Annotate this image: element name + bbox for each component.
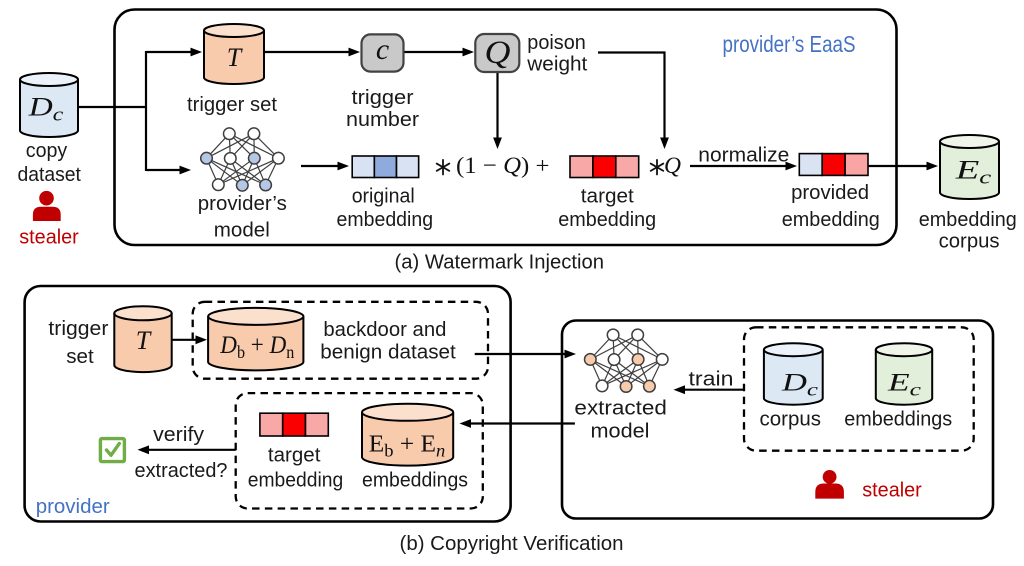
svg-text:train: train — [689, 369, 734, 391]
svg-text:target: target — [581, 186, 634, 208]
svg-text:T: T — [136, 326, 152, 355]
svg-text:corpus: corpus — [760, 409, 822, 431]
svg-text:copy: copy — [26, 140, 68, 162]
svg-text:model: model — [591, 421, 650, 443]
svg-text:normalize: normalize — [698, 145, 789, 167]
svg-text:provider’s: provider’s — [198, 193, 287, 215]
svg-text:corpus: corpus — [939, 231, 1000, 253]
svg-text:trigger: trigger — [352, 87, 414, 109]
svg-text:trigger: trigger — [48, 318, 108, 340]
svg-text:model: model — [214, 220, 270, 242]
svg-text:Q: Q — [485, 35, 511, 71]
svg-text:provider’s EaaS: provider’s EaaS — [723, 31, 856, 57]
svg-text:original: original — [352, 186, 415, 208]
svg-text:T: T — [227, 43, 243, 72]
svg-text:set: set — [66, 346, 94, 368]
svg-text:(a) Watermark Injection: (a) Watermark Injection — [395, 252, 605, 274]
svg-text:Q: Q — [664, 153, 681, 179]
svg-text:stealer: stealer — [862, 479, 922, 502]
svg-text:(b) Copyright Verification: (b) Copyright Verification — [400, 533, 624, 555]
svg-text:weight: weight — [526, 54, 587, 76]
svg-text:extracted?: extracted? — [135, 460, 228, 482]
svg-text:trigger set: trigger set — [187, 94, 277, 116]
svg-text:poison: poison — [527, 32, 586, 54]
svg-text:embeddings: embeddings — [844, 409, 952, 431]
svg-text:embedding: embedding — [919, 209, 1017, 231]
svg-text:embedding: embedding — [337, 209, 434, 231]
svg-text:extracted: extracted — [574, 398, 667, 420]
svg-text:verify: verify — [153, 424, 204, 446]
svg-text:backdoor and: backdoor and — [323, 319, 446, 341]
svg-text:Db + Dn: Db + Dn — [219, 332, 294, 362]
svg-text:benign dataset: benign dataset — [320, 342, 456, 364]
svg-text:embedding: embedding — [558, 209, 656, 231]
svg-text:provider: provider — [36, 495, 110, 518]
svg-text:number: number — [346, 109, 419, 131]
svg-text:c: c — [376, 33, 389, 66]
svg-text:(1 − Q) +: (1 − Q) + — [456, 153, 550, 179]
svg-text:dataset: dataset — [17, 164, 81, 186]
svg-text:provided: provided — [791, 182, 869, 204]
svg-text:Eb + En: Eb + En — [369, 432, 446, 461]
svg-text:embedding: embedding — [782, 209, 880, 231]
svg-text:stealer: stealer — [19, 227, 79, 249]
svg-text:embeddings: embeddings — [362, 470, 468, 492]
svg-text:embedding: embedding — [248, 470, 344, 492]
svg-text:target: target — [268, 445, 321, 467]
